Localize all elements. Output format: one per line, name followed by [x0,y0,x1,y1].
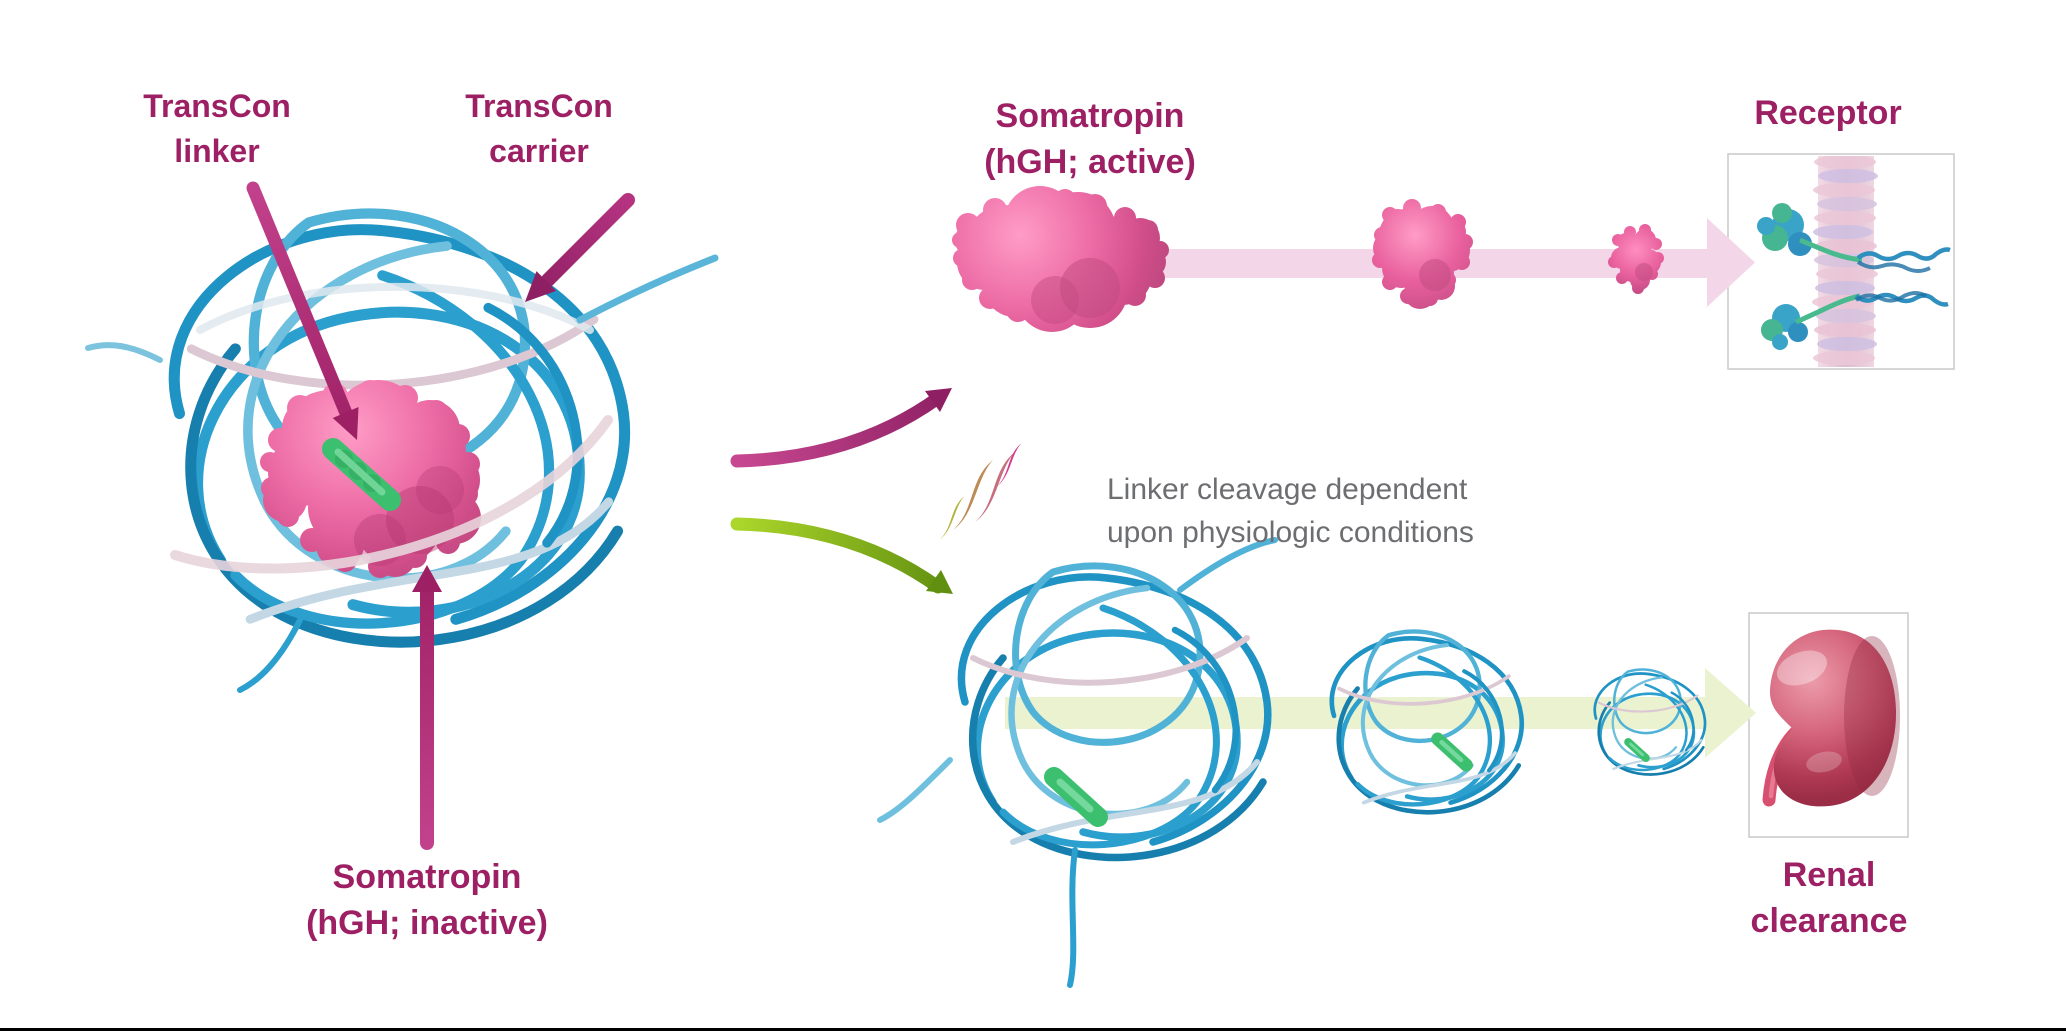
receptor-protein [1757,203,1951,350]
transcon-molecule [85,214,719,693]
transcon-linker-label: TransCon linker [143,84,291,174]
transcon-carrier-line2: carrier [489,133,589,169]
somatropin-inactive-line2: (hGH; inactive) [306,904,548,942]
somatropin-active-large [952,186,1169,332]
carrier-large [877,537,1278,988]
branch-arrow-active [730,388,952,468]
kidney [1769,629,1897,807]
somatropin-inactive-label: Somatropin (hGH; inactive) [306,854,548,946]
receptor-image [1727,153,1955,370]
transcon-linker-piece [322,438,401,511]
cleavage-squiggles [939,441,1022,542]
cleavage-note-line2: upon physiologic conditions [1107,516,1474,549]
kidney-image [1748,612,1909,838]
transcon-carrier-label: TransCon carrier [465,84,613,174]
transcon-linker-line1: TransCon [143,88,291,124]
cleavage-note-line1: Linker cleavage dependent [1107,473,1468,506]
somatropin-active-medium [1372,199,1473,309]
somatropin-active-small [1608,224,1664,294]
branch-arrow-renal [730,517,953,594]
receptor-label: Receptor [1754,90,1901,136]
somatropin-pointer-arrow [412,565,442,850]
somatropin-active-line1: Somatropin [995,97,1185,135]
renal-clearance-line1: Renal [1782,856,1876,894]
renal-clearance-line2: clearance [1750,902,1908,940]
renal-clearance-label: Renal clearance [1751,852,1908,944]
somatropin-active-line2: (hGH; active) [984,143,1196,181]
somatropin-active-label: Somatropin (hGH; active) [984,93,1196,185]
bottom-border-rule [0,1028,2066,1031]
cleavage-note: Linker cleavage dependent upon physiolog… [1107,468,1474,554]
linker-pointer-arrow [246,181,359,440]
transcon-carrier-line1: TransCon [465,88,613,124]
carrier-pointer-arrow [525,193,635,302]
receptor-label-text: Receptor [1754,94,1902,132]
somatropin-inactive-line1: Somatropin [332,858,522,896]
transcon-linker-line2: linker [174,133,260,169]
